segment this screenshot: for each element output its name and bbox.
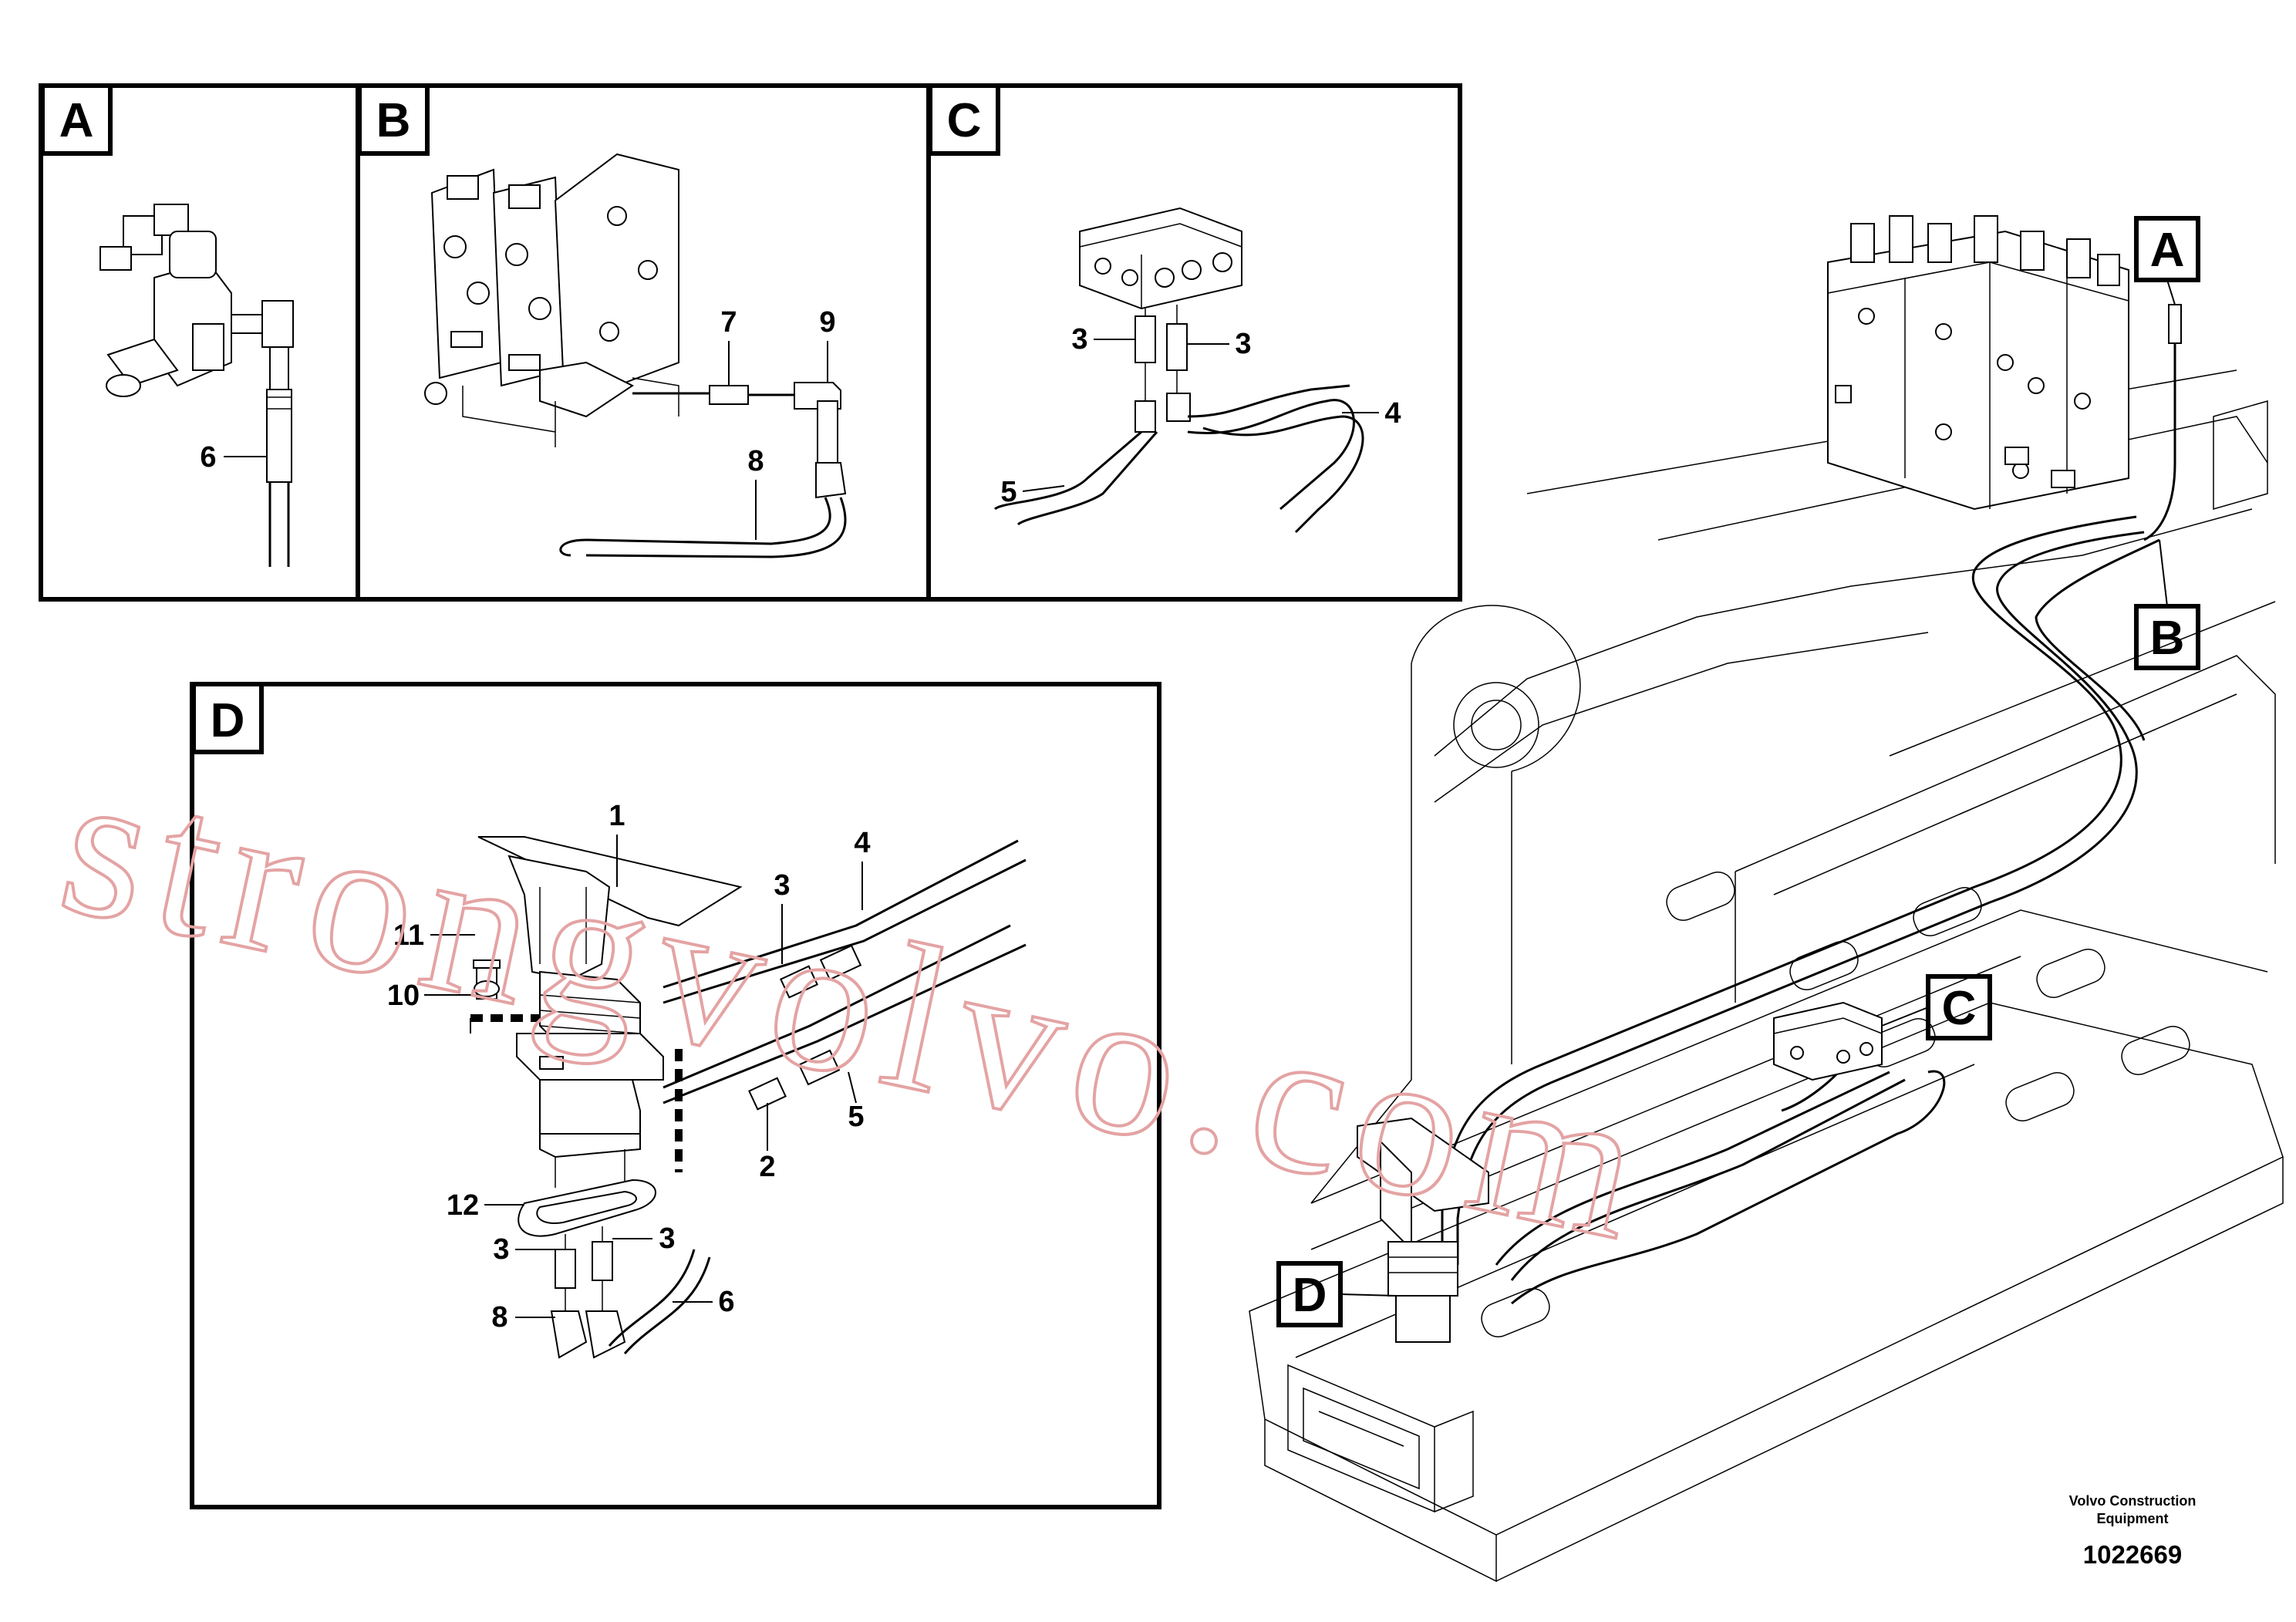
svg-text:5: 5	[848, 1101, 864, 1133]
svg-text:Volvo Construction: Volvo Construction	[2069, 1493, 2197, 1509]
svg-text:4: 4	[854, 827, 870, 859]
svg-text:A: A	[59, 94, 94, 147]
svg-text:9: 9	[819, 306, 835, 339]
svg-text:1: 1	[609, 800, 625, 832]
svg-text:11: 11	[393, 919, 424, 952]
callout-d-11: 11	[393, 919, 475, 952]
callout-c-3-left: 3	[1071, 323, 1135, 356]
svg-text:7: 7	[720, 306, 737, 339]
marker-C: C	[1881, 974, 1992, 1040]
callout-c-3-right: 3	[1187, 328, 1252, 360]
valve-section-a	[99, 204, 294, 397]
svg-text:10: 10	[387, 980, 420, 1012]
svg-text:6: 6	[200, 441, 216, 474]
callout-d-6: 6	[673, 1286, 735, 1318]
svg-text:C: C	[947, 94, 982, 147]
detail-strip: A 6	[39, 83, 1462, 602]
fittings-d	[473, 944, 862, 1359]
hose-bundle	[1441, 515, 2160, 1305]
callout-b-8: 8	[747, 445, 764, 540]
svg-text:B: B	[2150, 612, 2185, 665]
callout-d-3-right: 3	[612, 1222, 676, 1255]
callout-d-1: 1	[609, 800, 625, 887]
fittings-c	[993, 305, 1364, 534]
callout-b-9: 9	[819, 306, 836, 383]
panel-d: D	[190, 682, 1161, 1509]
callout-d-12: 12	[447, 1189, 524, 1222]
callout-d-3-upper: 3	[774, 869, 791, 964]
svg-text:4: 4	[1384, 397, 1401, 430]
marker-A: A	[2134, 216, 2200, 305]
hose-a	[266, 389, 292, 567]
footer: Volvo Construction Equipment 1022669	[2069, 1493, 2197, 1569]
svg-text:8: 8	[491, 1301, 507, 1334]
valve-section-b	[424, 153, 679, 447]
svg-text:3: 3	[1071, 323, 1087, 356]
panel-a: A 6	[40, 83, 294, 567]
block-c	[1079, 207, 1242, 310]
svg-text:5: 5	[1000, 476, 1017, 508]
callout-d-10: 10	[387, 980, 475, 1012]
panel-b: B	[357, 83, 847, 558]
svg-text:D: D	[1293, 1269, 1327, 1322]
callout-c-4: 4	[1342, 397, 1401, 430]
svg-text:D: D	[211, 694, 245, 747]
svg-text:8: 8	[747, 445, 764, 477]
svg-text:6: 6	[718, 1286, 734, 1318]
callout-d-4: 4	[854, 827, 871, 910]
marker-B: B	[2134, 539, 2200, 670]
svg-text:strongvolvo.com: strongvolvo.com	[45, 725, 1671, 1286]
svg-text:12: 12	[447, 1189, 479, 1222]
callout-a-6: 6	[200, 441, 267, 474]
svg-text:2: 2	[759, 1151, 775, 1183]
track-guard	[1287, 1364, 1474, 1513]
marker-D: D	[1276, 1261, 1397, 1327]
callout-d-2: 2	[759, 1103, 776, 1183]
svg-text:3: 3	[493, 1233, 509, 1266]
panel-c: C	[928, 83, 1401, 534]
svg-text:A: A	[2150, 224, 2185, 277]
main-view: A B C D	[1249, 215, 2284, 1583]
pedal-assembly	[1357, 1117, 1489, 1343]
svg-text:3: 3	[659, 1222, 675, 1255]
svg-text:C: C	[1942, 982, 1977, 1035]
control-valve	[1827, 215, 2182, 541]
distribution-block	[1773, 1001, 1883, 1081]
svg-text:3: 3	[774, 869, 790, 902]
fittings-b	[559, 382, 847, 558]
svg-text:Equipment: Equipment	[2097, 1511, 2169, 1526]
figure-number: 1022669	[2083, 1540, 2182, 1569]
callout-d-3-left: 3	[493, 1233, 555, 1266]
svg-text:3: 3	[1235, 328, 1251, 360]
svg-text:B: B	[376, 94, 411, 147]
callout-d-8: 8	[491, 1301, 555, 1334]
watermark: strongvolvo.com	[43, 723, 1673, 1288]
pedal-detail	[470, 836, 1027, 1237]
callout-d-5: 5	[848, 1071, 865, 1133]
callout-b-7: 7	[720, 306, 737, 386]
machine-frame	[1249, 369, 2284, 1583]
callout-c-5: 5	[1000, 476, 1065, 508]
